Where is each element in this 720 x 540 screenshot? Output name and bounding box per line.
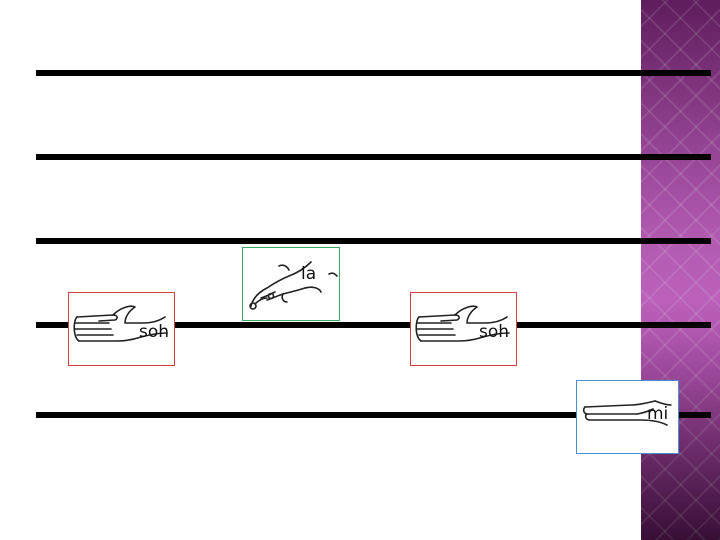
staff-line-2 bbox=[36, 154, 711, 160]
note-card-soh-1: soh bbox=[68, 292, 175, 366]
note-label: soh bbox=[479, 324, 509, 341]
note-card-la: la bbox=[242, 247, 340, 321]
note-card-mi: mi bbox=[576, 380, 679, 454]
note-card-soh-2: soh bbox=[410, 292, 517, 366]
note-label: la bbox=[301, 266, 316, 283]
staff-line-1 bbox=[36, 70, 711, 76]
note-label: mi bbox=[647, 406, 668, 423]
staff-line-3 bbox=[36, 238, 711, 244]
hand-pinch-down-icon bbox=[243, 248, 339, 320]
decorative-side-panel bbox=[641, 0, 720, 540]
note-label: soh bbox=[139, 324, 169, 341]
